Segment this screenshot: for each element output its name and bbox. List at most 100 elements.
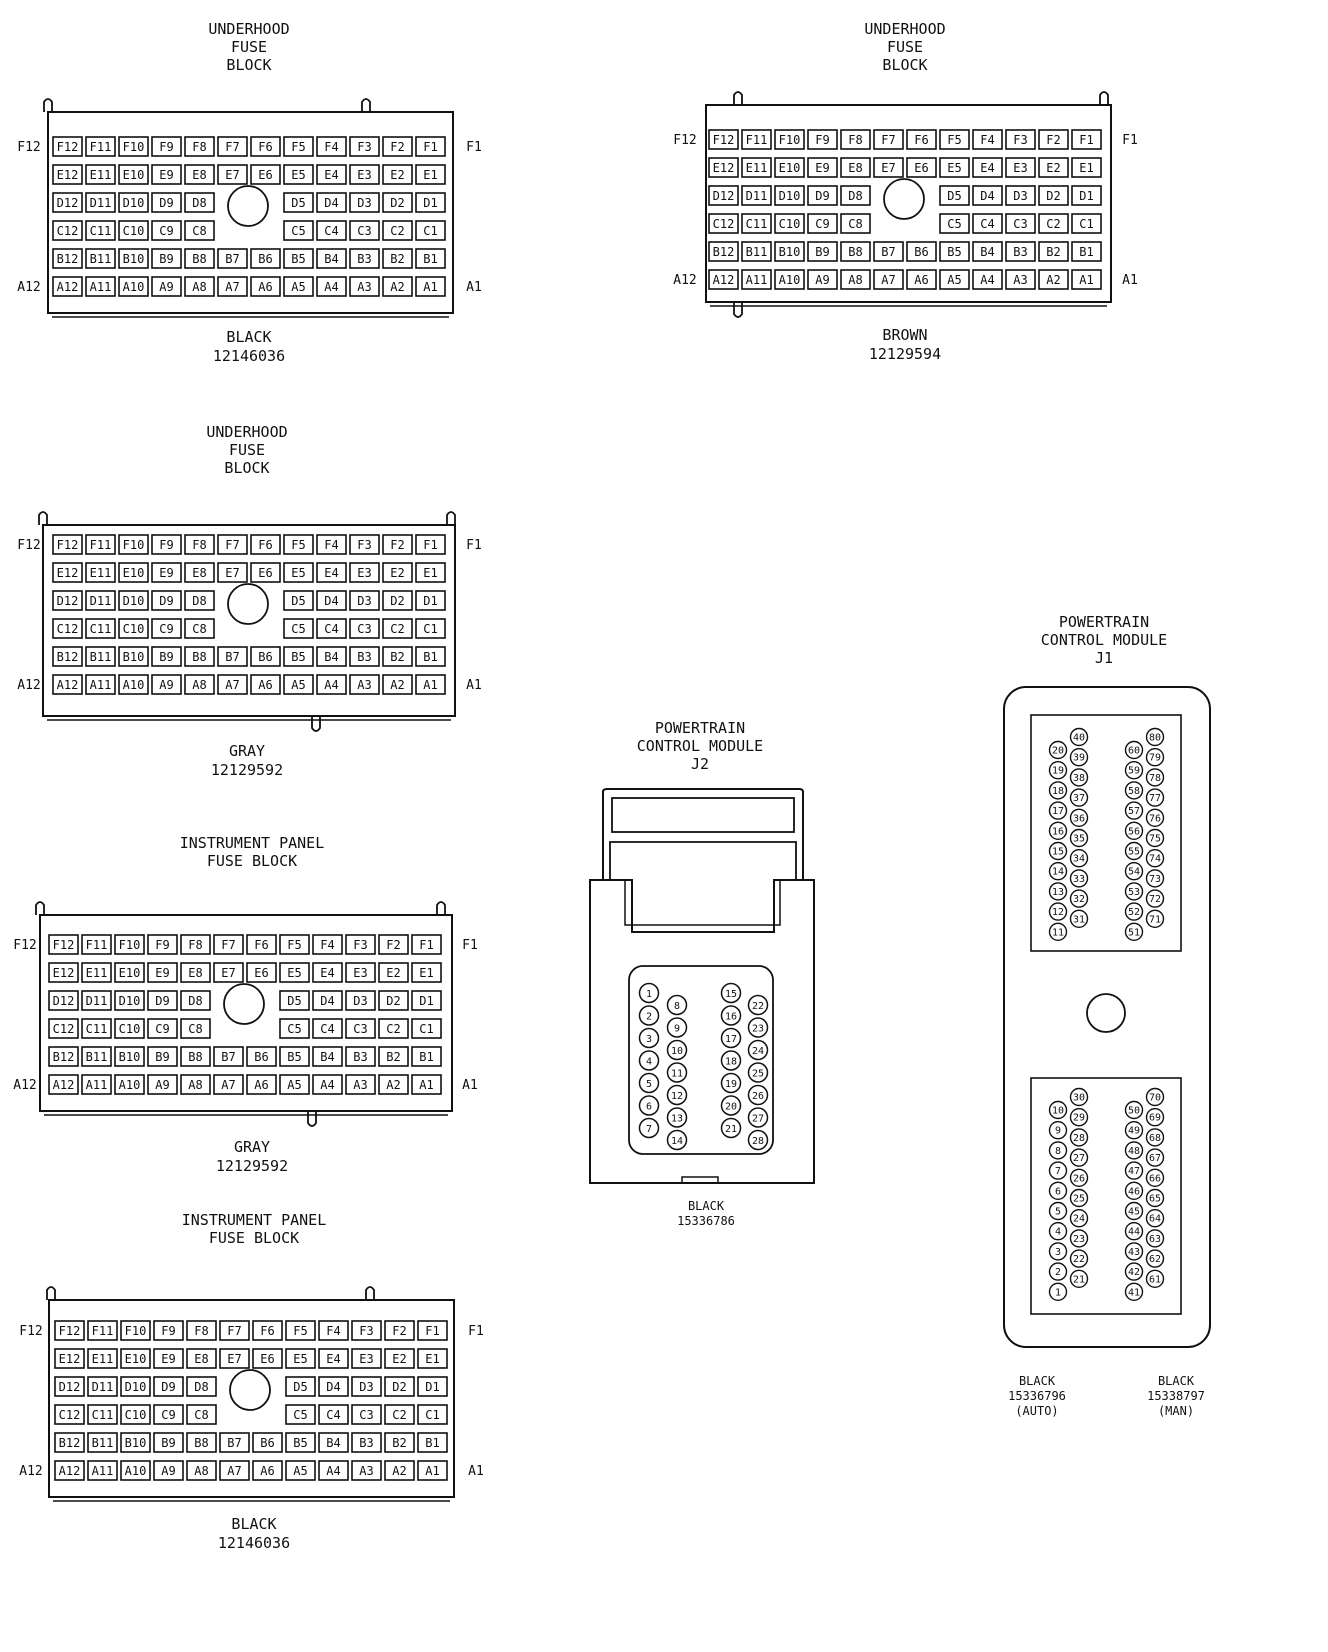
- fuse-cell-label: A5: [293, 1464, 307, 1478]
- locating-hole: [227, 185, 269, 227]
- fuse-cell-B2: [1038, 241, 1069, 262]
- fuse-cell-label: F1: [425, 1324, 439, 1338]
- latch-tab: [1099, 91, 1109, 105]
- fuse-cell-E5: [285, 1348, 316, 1369]
- fuse-cell-E10: [774, 157, 805, 178]
- fuse-cell-label: D10: [125, 1380, 147, 1394]
- fuse-cell-C8: [184, 618, 215, 639]
- fuse-cell-label: B4: [326, 1436, 340, 1450]
- pin-label: 59: [1128, 766, 1140, 777]
- fuse-cell-B9: [807, 241, 838, 262]
- fuse-cell-label: A2: [390, 678, 404, 692]
- fuse-cell-E8: [184, 164, 215, 185]
- pin-label: 42: [1128, 1267, 1140, 1278]
- fuse-cell-F2: [382, 136, 413, 157]
- fuse-cell-label: C10: [125, 1408, 147, 1422]
- pcm-j2-title: J2: [691, 755, 709, 773]
- fuse-cell-B12: [52, 248, 83, 269]
- fuse-cell-F9: [151, 136, 182, 157]
- fuse-cell-D1: [1071, 185, 1102, 206]
- fuse-cell-label: C5: [291, 224, 305, 238]
- connector-color: BLACK: [1158, 1374, 1195, 1388]
- fuse-cell-C5: [283, 220, 314, 241]
- fuse-cell-label: B10: [123, 650, 145, 664]
- fuse-cell-label: A8: [194, 1464, 208, 1478]
- fuse-cell-label: B4: [324, 252, 338, 266]
- fuse-cell-D10: [114, 990, 145, 1011]
- fuse-cell-label: A11: [90, 280, 112, 294]
- row-label-a12: A12: [17, 280, 40, 295]
- pin-label: 41: [1128, 1287, 1140, 1298]
- part-number: 12146036: [213, 347, 285, 365]
- fuse-cell-label: C5: [947, 217, 961, 231]
- pin-label: 26: [752, 1091, 764, 1102]
- fuse-cell-label: A10: [123, 678, 145, 692]
- fuse-cell-label: C2: [1046, 217, 1060, 231]
- fuse-cell-label: A4: [324, 678, 338, 692]
- fuse-block-title: UNDERHOOD: [206, 423, 287, 441]
- j1-pin-74: [1145, 849, 1165, 868]
- j1-pin-62: [1145, 1249, 1165, 1268]
- fuse-block-title: FUSE BLOCK: [207, 852, 297, 870]
- fuse-cell-A3: [351, 1460, 382, 1481]
- fuse-cell-label: C9: [155, 1022, 169, 1036]
- fuse-cell-label: A2: [1046, 273, 1060, 287]
- j2-pin-11: [666, 1062, 688, 1083]
- fuse-cell-A11: [81, 1074, 112, 1095]
- j1-pin-25: [1069, 1188, 1089, 1208]
- row-label-f1: F1: [466, 538, 482, 553]
- fuse-cell-label: D9: [161, 1380, 175, 1394]
- fuse-cell-label: A12: [53, 1078, 75, 1092]
- j2-pin-1: [638, 982, 660, 1004]
- part-number: 15338797: [1147, 1389, 1205, 1403]
- fuse-block-title: UNDERHOOD: [864, 20, 945, 38]
- pin-label: 15: [725, 989, 737, 1000]
- fuse-cell-C10: [114, 1018, 145, 1039]
- fuse-cell-C3: [345, 1018, 376, 1039]
- fuse-cell-A9: [151, 276, 182, 297]
- pin-label: 24: [1073, 1214, 1085, 1225]
- fuse-cell-F1: [415, 136, 446, 157]
- fuse-cell-F2: [1038, 129, 1069, 150]
- fuse-cell-A12: [54, 1460, 85, 1481]
- j1-pin-30: [1069, 1087, 1089, 1107]
- fuse-cell-label: A9: [815, 273, 829, 287]
- fuse-cell-F1: [415, 534, 446, 555]
- fuse-cell-label: F8: [192, 538, 206, 552]
- fuse-cell-label: A4: [320, 1078, 334, 1092]
- fuse-cell-label: E1: [1079, 161, 1093, 175]
- fuse-cell-label: B7: [227, 1436, 241, 1450]
- j1-pin-67: [1145, 1148, 1165, 1167]
- fuse-cell-label: A6: [254, 1078, 268, 1092]
- fuse-cell-F6: [252, 1320, 283, 1341]
- fuse-cell-C4: [972, 213, 1003, 234]
- connector-color: GRAY: [229, 742, 265, 760]
- fuse-cell-E12: [708, 157, 739, 178]
- j1-pin-73: [1145, 869, 1165, 888]
- fuse-cell-label: F3: [359, 1324, 373, 1338]
- fuse-cell-label: F12: [57, 140, 79, 154]
- fuse-cell-label: D10: [123, 196, 145, 210]
- fuse-cell-D12: [52, 192, 83, 213]
- fuse-cell-label: F1: [419, 938, 433, 952]
- housing-outline: [705, 104, 1112, 303]
- fuse-cell-label: E9: [159, 566, 173, 580]
- fuse-cell-F2: [378, 934, 409, 955]
- fuse-cell-label: B3: [1013, 245, 1027, 259]
- fuse-cell-C8: [186, 1404, 217, 1425]
- pin-label: 5: [1055, 1207, 1061, 1218]
- fuse-cell-label: E12: [53, 966, 75, 980]
- latch-tab: [361, 98, 371, 112]
- fuse-cell-D1: [417, 1376, 448, 1397]
- pin-label: 14: [671, 1136, 683, 1147]
- pin-label: 7: [1055, 1166, 1061, 1177]
- part-number: 12129594: [869, 345, 941, 363]
- fuse-cell-F11: [87, 1320, 118, 1341]
- part-number: 12129592: [211, 761, 283, 779]
- fuse-cell-label: F10: [779, 133, 801, 147]
- fuse-cell-F10: [120, 1320, 151, 1341]
- pin-label: 9: [1055, 1126, 1061, 1137]
- fuse-cell-D10: [120, 1376, 151, 1397]
- pin-label: 38: [1073, 773, 1085, 784]
- latch-tab: [365, 1286, 375, 1300]
